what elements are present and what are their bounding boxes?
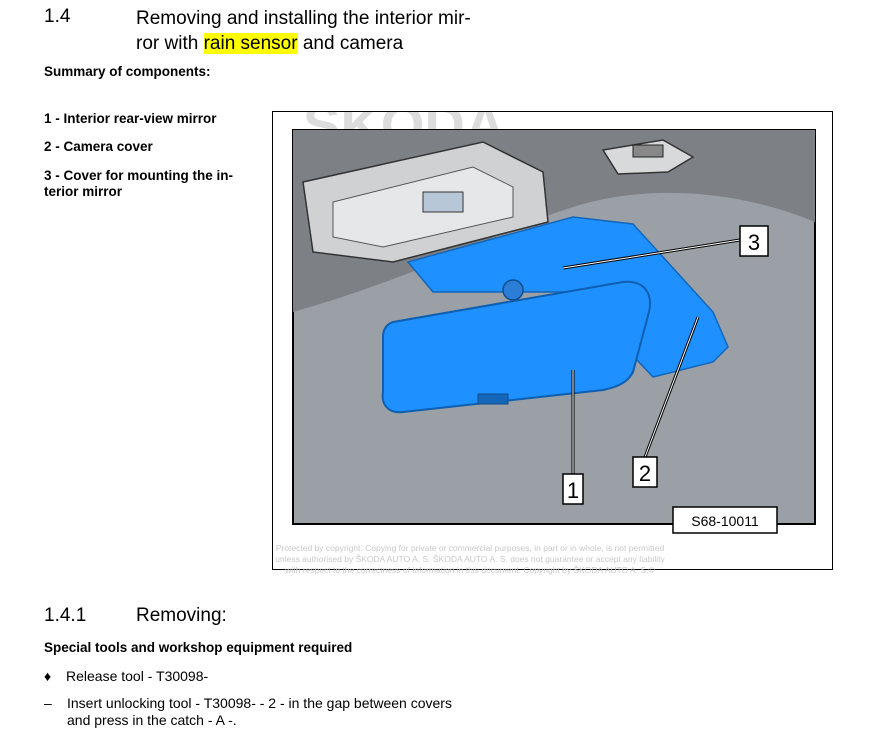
copyright-notice: Protected by copyright. Copying for priv… — [220, 543, 720, 576]
figure-id-box — [672, 506, 778, 534]
tool-text: Release tool - T30098- — [66, 668, 209, 684]
sensor-window — [422, 191, 464, 213]
special-tools-heading: Special tools and workshop equipment req… — [44, 640, 353, 655]
summary-heading: Summary of components: — [44, 64, 211, 79]
highlighted-text: rain sensor — [203, 33, 298, 54]
copyright-line-2: unless authorised by ŠKODA AUTO A. S. ŠK… — [275, 554, 665, 564]
mirror-shape — [381, 280, 651, 414]
step-line-2: and press in the catch - A -. — [67, 712, 237, 728]
mirror-illustration: ŠKODA 1 2 3 S68-10011 — [272, 111, 833, 570]
callout-box-1 — [562, 473, 584, 505]
section-title: Removing and installing the interior mir… — [136, 6, 536, 56]
grab-handle-clip — [632, 144, 664, 158]
subsection-title: Removing: — [136, 605, 227, 626]
section-title-end: and camera — [297, 33, 404, 54]
section-number: 1.4 — [44, 6, 71, 27]
callout-2: 2 — [639, 461, 651, 486]
tool-item: ♦ Release tool - T30098- — [44, 668, 208, 685]
callout-box-2 — [632, 456, 658, 488]
mirror-mount — [502, 279, 524, 301]
subsection-number: 1.4.1 — [44, 605, 87, 626]
step-line-1: Insert unlocking tool - T30098- - 2 - in… — [67, 695, 452, 711]
mirror-switch — [477, 393, 509, 405]
step-text: Insert unlocking tool - T30098- - 2 - in… — [67, 695, 537, 729]
component-3: 3 - Cover for mounting the in- — [44, 168, 233, 183]
diamond-bullet-icon: ♦ — [44, 668, 52, 684]
figure-id: S68-10011 — [691, 513, 759, 529]
callout-3: 3 — [748, 230, 760, 255]
copyright-line-3: with respect to the correctness of infor… — [285, 565, 655, 575]
callout-1: 1 — [567, 478, 579, 503]
component-2: 2 - Camera cover — [44, 139, 153, 154]
illustration-svg: ŠKODA 1 2 3 S68-10011 — [292, 112, 816, 534]
section-title-line1: Removing and installing the interior mir… — [136, 8, 471, 29]
component-3-cont: terior mirror — [44, 184, 123, 199]
component-1: 1 - Interior rear-view mirror — [44, 111, 217, 126]
callout-box-3 — [739, 225, 769, 257]
step-dash-icon: – — [44, 695, 52, 711]
section-title-line2: ror with — [136, 33, 204, 54]
copyright-line-1: Protected by copyright. Copying for priv… — [275, 543, 665, 553]
